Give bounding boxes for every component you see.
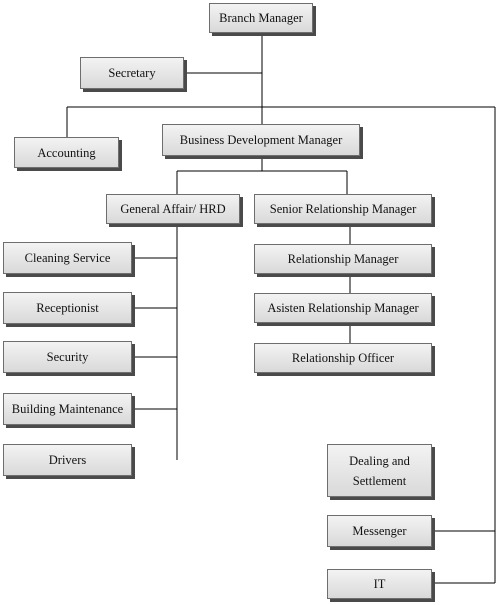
- node-branch-manager: Branch Manager: [209, 3, 313, 33]
- node-label: Relationship Manager: [287, 252, 399, 266]
- node-label: Drivers: [48, 453, 87, 467]
- node-label: Business Development Manager: [179, 133, 343, 147]
- node-label: Accounting: [37, 145, 96, 160]
- node-label-line1: Dealing and: [349, 453, 410, 468]
- node-it: IT: [327, 569, 432, 599]
- node-cleaning-service: Cleaning Service: [3, 242, 132, 274]
- node-label: IT: [373, 577, 386, 591]
- node-label: Relationship Officer: [291, 351, 395, 365]
- node-label: Building Maintenance: [11, 402, 124, 416]
- node-dealing-and-settlement: Dealing and Settlement: [327, 444, 432, 497]
- node-secretary: Secretary: [80, 57, 184, 89]
- node-label: Senior Relationship Manager: [269, 202, 417, 216]
- node-label: Branch Manager: [219, 11, 303, 25]
- node-label: Cleaning Service: [24, 251, 111, 265]
- node-relationship-officer: Relationship Officer: [254, 343, 432, 373]
- node-label: Messenger: [352, 524, 407, 538]
- node-messenger: Messenger: [327, 515, 432, 547]
- node-building-maintenance: Building Maintenance: [3, 393, 132, 425]
- node-asisten-relationship-manager: Asisten Relationship Manager: [254, 293, 432, 323]
- node-receptionist: Receptionist: [3, 292, 132, 324]
- node-general-affair-hrd: General Affair/ HRD: [106, 194, 240, 224]
- node-senior-relationship-manager: Senior Relationship Manager: [254, 194, 432, 224]
- node-relationship-manager: Relationship Manager: [254, 244, 432, 274]
- node-label: Security: [46, 350, 89, 364]
- node-label: Asisten Relationship Manager: [267, 301, 419, 315]
- node-business-development-manager: Business Development Manager: [162, 124, 360, 156]
- node-label: Secretary: [108, 66, 156, 80]
- node-accounting: Accounting: [14, 137, 119, 168]
- node-drivers: Drivers: [3, 444, 132, 476]
- node-label: Receptionist: [36, 301, 99, 315]
- node-label-line2: Settlement: [352, 473, 407, 488]
- node-label: General Affair/ HRD: [120, 202, 226, 216]
- node-security: Security: [3, 341, 132, 373]
